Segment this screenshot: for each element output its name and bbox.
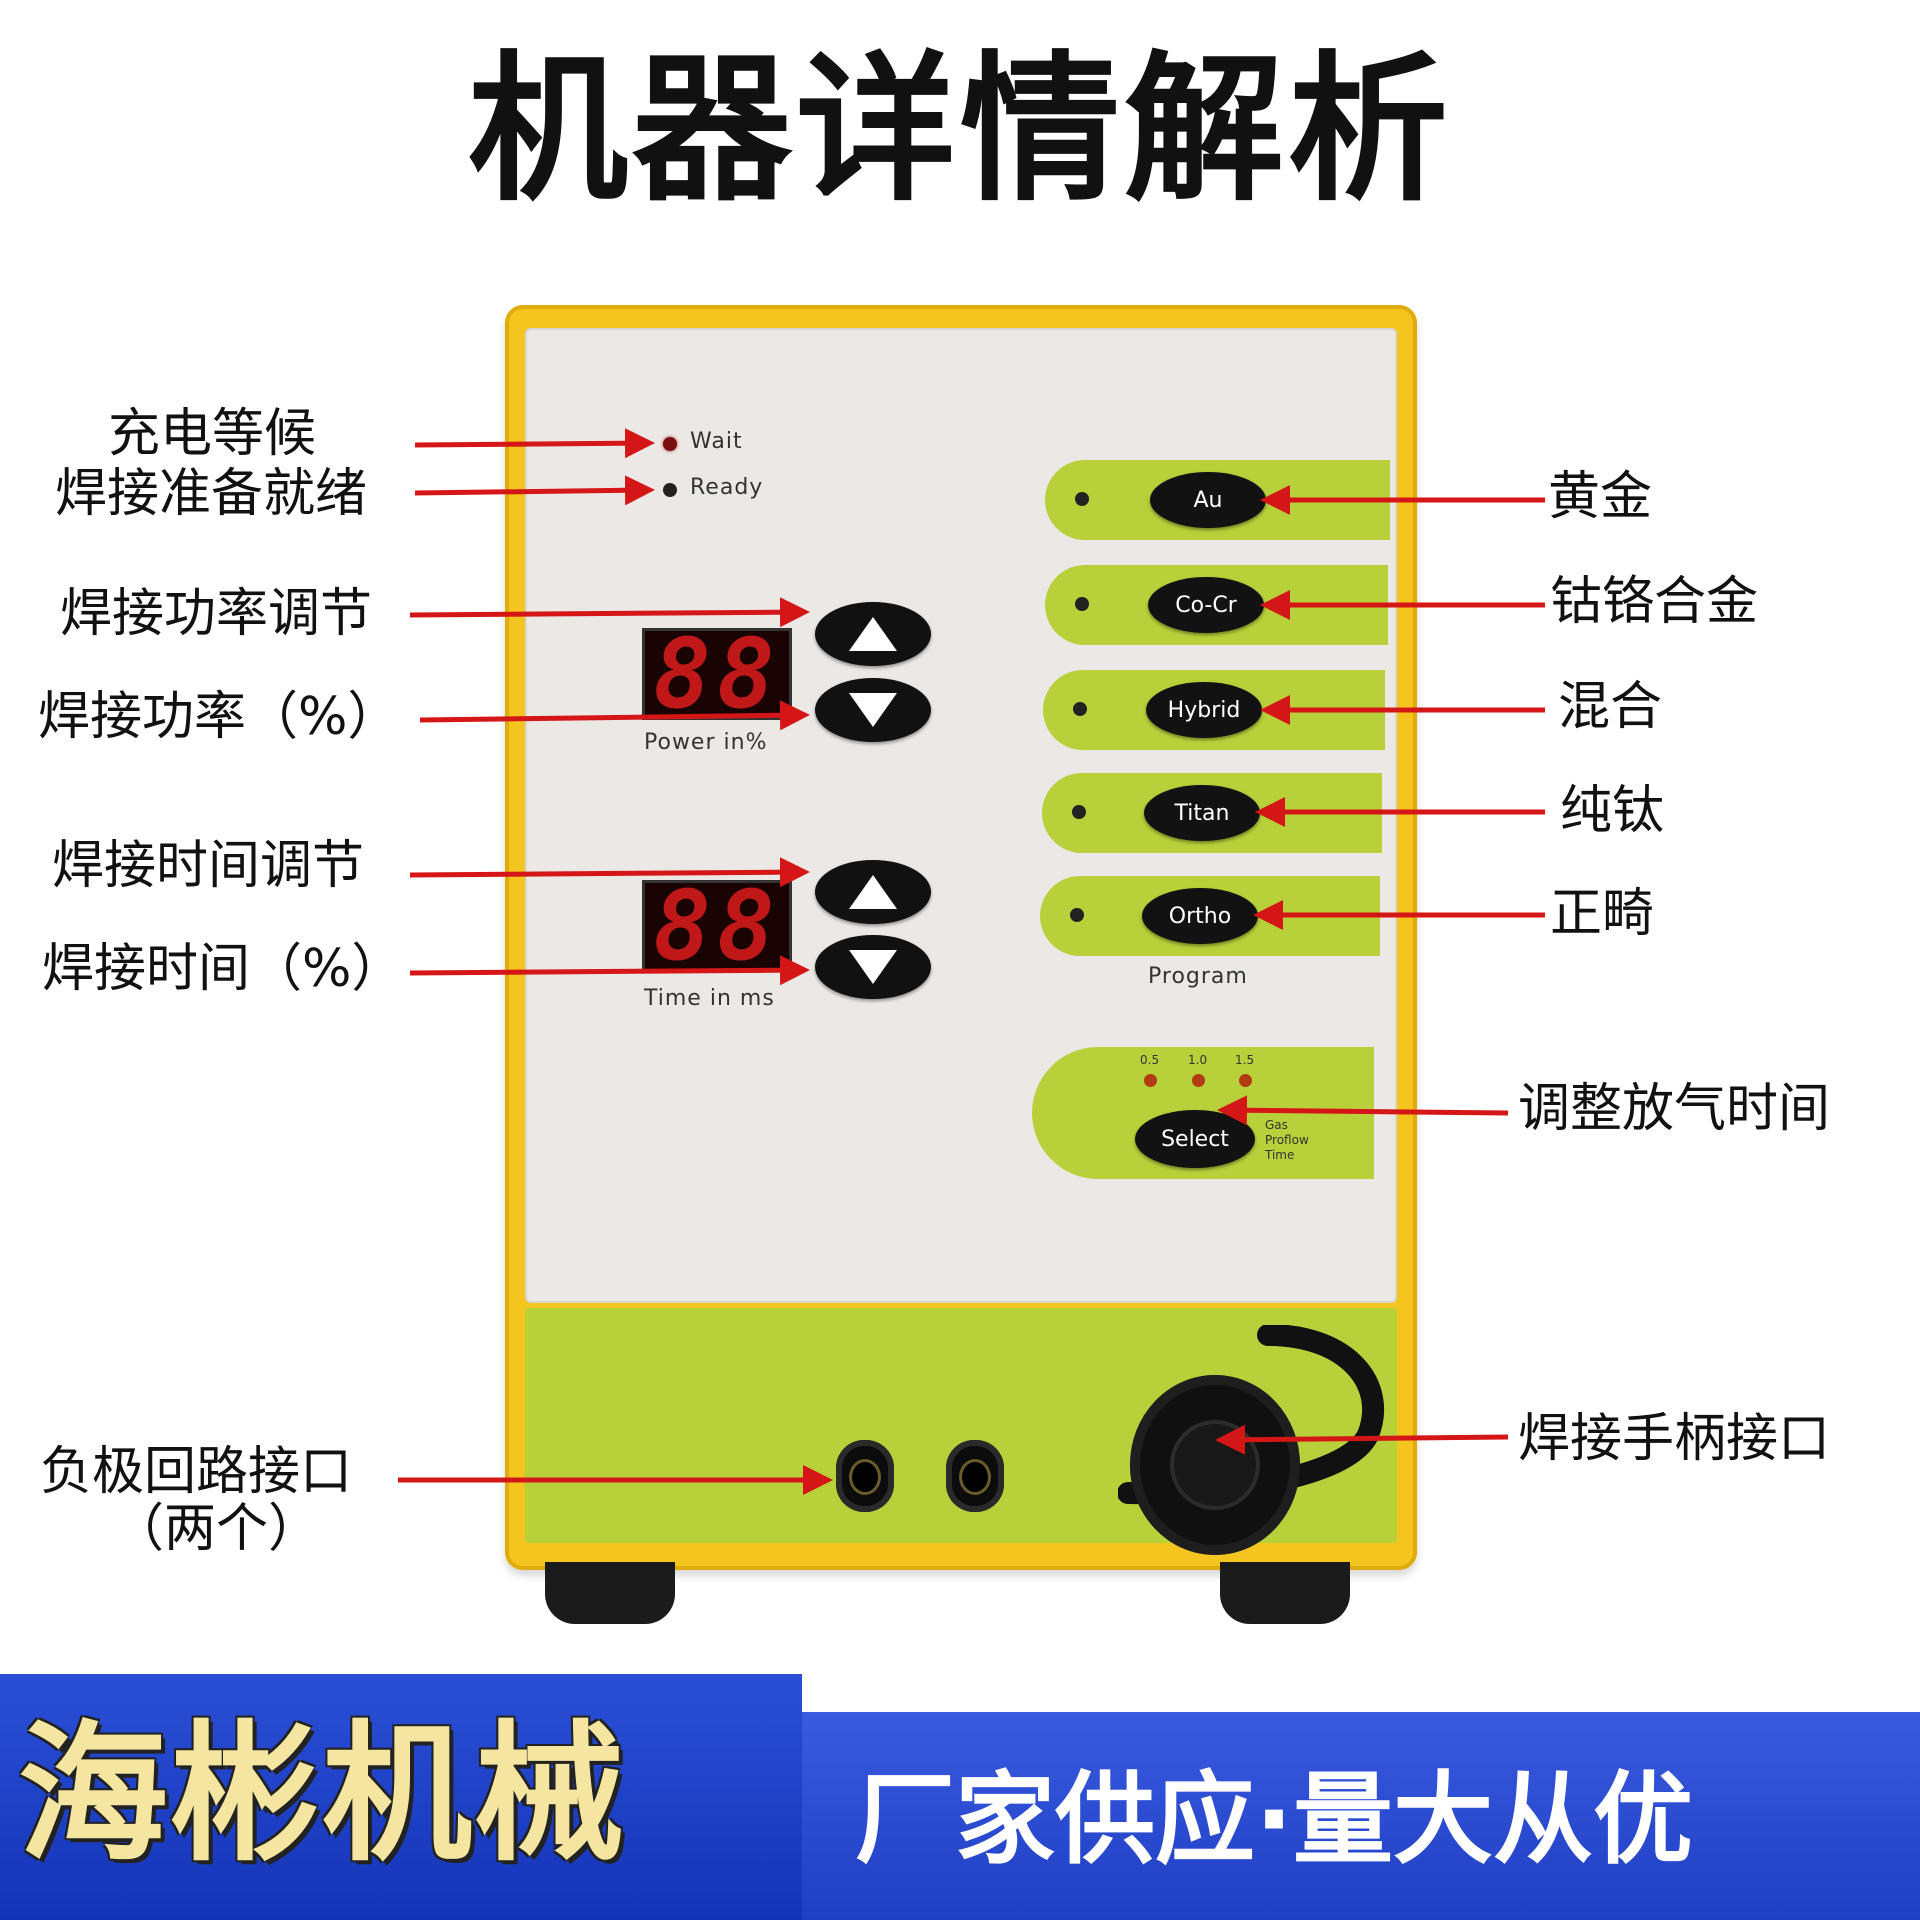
negative-jack-2[interactable] (946, 1440, 1004, 1512)
program-button-ortho[interactable]: Ortho (1142, 888, 1258, 944)
program-button-cocr[interactable]: Co-Cr (1148, 577, 1264, 633)
anno-wait: 充电等候 (108, 404, 317, 464)
gas-level-led-3 (1239, 1074, 1252, 1087)
anno-negative-line2: （两个） (112, 1499, 321, 1559)
program-led-cocr (1075, 597, 1089, 611)
gas-note-line-3: Time (1265, 1148, 1295, 1162)
arrow-up-icon (849, 875, 897, 909)
gas-note-line-2: Proflow (1265, 1133, 1309, 1147)
anno-cocr: 钴铬合金 (1550, 572, 1759, 632)
gas-level-led-1 (1144, 1074, 1157, 1087)
program-band-titan: Titan (1042, 773, 1382, 853)
negative-jack-1[interactable] (836, 1440, 894, 1512)
program-caption: Program (1148, 964, 1248, 989)
arrow-down-icon (849, 693, 897, 727)
program-led-ortho (1070, 908, 1084, 922)
time-caption: Time in ms (644, 986, 775, 1011)
page-title: 机器详情解析 (467, 36, 1452, 223)
gas-note: Gas Proflow Time (1265, 1118, 1309, 1163)
power-down-button[interactable] (815, 678, 931, 742)
anno-hybrid: 混合 (1558, 677, 1663, 737)
brand-name: 海彬机械 (18, 1708, 627, 1882)
power-display: 88 (642, 618, 792, 730)
program-button-hybrid[interactable]: Hybrid (1146, 682, 1262, 738)
anno-power-adjust: 焊接功率调节 (60, 584, 373, 644)
handle-port[interactable] (1130, 1375, 1300, 1555)
time-down-button[interactable] (815, 935, 931, 999)
machine-foot-right (1220, 1562, 1350, 1624)
anno-gas: 调整放气时间 (1518, 1079, 1831, 1139)
power-up-button[interactable] (815, 602, 931, 666)
program-band-cocr: Co-Cr (1045, 565, 1388, 645)
program-led-au (1075, 492, 1089, 506)
ready-label: Ready (690, 475, 764, 500)
anno-ready: 焊接准备就绪 (55, 464, 368, 524)
anno-time-adjust: 焊接时间调节 (52, 836, 365, 896)
time-up-button[interactable] (815, 860, 931, 924)
arrow-up-icon (849, 617, 897, 651)
machine-foot-left (545, 1562, 675, 1624)
gas-level-label-3: 1.5 (1235, 1053, 1255, 1067)
arrow-down-icon (849, 950, 897, 984)
wait-led (663, 437, 677, 451)
anno-ortho: 正畸 (1550, 884, 1655, 944)
time-display: 88 (642, 870, 792, 982)
program-band-au: Au (1045, 460, 1390, 540)
program-band-ortho: Ortho (1040, 876, 1380, 956)
slogan-text: 厂家供应·量大从优 (855, 1761, 1693, 1878)
program-led-hybrid (1073, 702, 1087, 716)
anno-negative-line1: 负极回路接口 (40, 1442, 353, 1502)
anno-power-percent: 焊接功率（%） (38, 687, 400, 747)
anno-au: 黄金 (1548, 467, 1653, 527)
power-caption: Power in% (644, 730, 768, 755)
gas-level-label-2: 1.0 (1188, 1053, 1208, 1067)
slogan-banner (802, 1712, 1920, 1920)
ready-led (663, 483, 677, 497)
gas-level-label-1: 0.5 (1140, 1053, 1160, 1067)
brand-banner (0, 1674, 802, 1920)
program-band-hybrid: Hybrid (1043, 670, 1385, 750)
anno-time-percent: 焊接时间（%） (42, 939, 404, 999)
wait-label: Wait (690, 429, 743, 454)
anno-handle: 焊接手柄接口 (1518, 1409, 1831, 1469)
gas-note-line-1: Gas (1265, 1118, 1288, 1132)
gas-level-led-2 (1192, 1074, 1205, 1087)
gas-select-button[interactable]: Select (1135, 1110, 1255, 1168)
anno-titan: 纯钛 (1560, 781, 1665, 841)
port-cap-icon (1170, 1420, 1260, 1510)
program-led-titan (1072, 805, 1086, 819)
program-button-au[interactable]: Au (1150, 472, 1266, 528)
program-button-titan[interactable]: Titan (1144, 785, 1260, 841)
